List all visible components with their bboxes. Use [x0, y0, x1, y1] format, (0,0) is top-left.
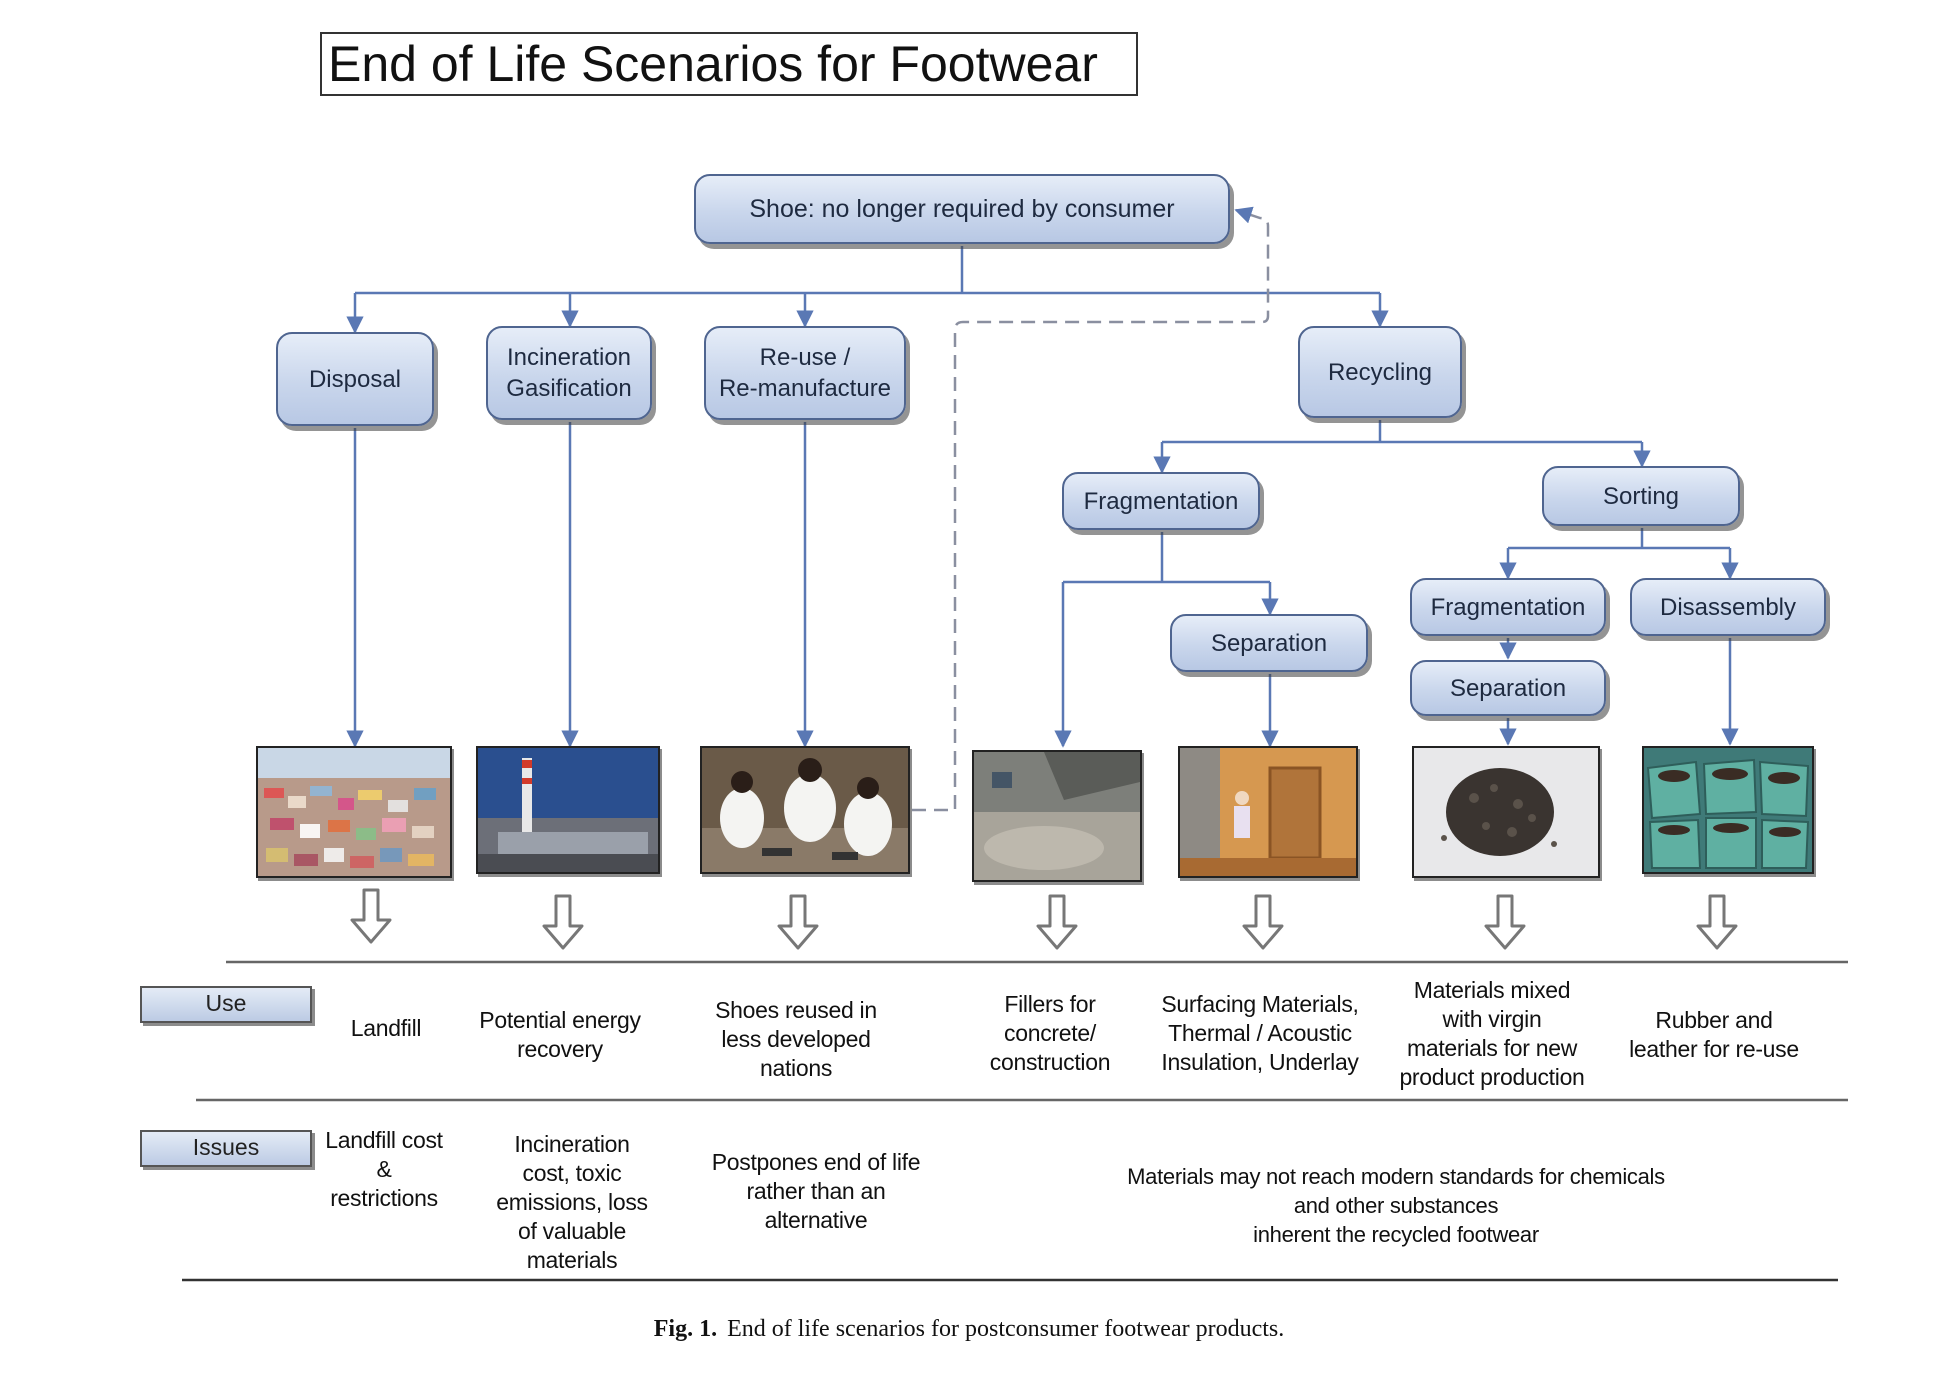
use-surfacing: Surfacing Materials, Thermal / Acoustic … — [1161, 991, 1359, 1075]
down-arrow-icon — [777, 894, 819, 950]
use-rubber-leather: Rubber and leather for re-use — [1629, 1007, 1799, 1062]
photo-reused-shoes — [700, 746, 910, 874]
row-label-issues: Issues — [140, 1130, 312, 1167]
photo-insulation-room — [1178, 746, 1358, 878]
photo-incineration — [476, 746, 660, 874]
node-fragmentation: Fragmentation — [1062, 472, 1260, 530]
node-separation2: Separation — [1410, 660, 1606, 716]
node-fragmentation2: Fragmentation — [1410, 578, 1606, 636]
down-arrow-icon — [350, 888, 392, 944]
node-disposal: Disposal — [276, 332, 434, 426]
photo-concrete-fillers — [972, 750, 1142, 882]
photo-rubber-granules — [1412, 746, 1600, 878]
use-energy-recovery: Potential energy recovery — [479, 1007, 641, 1062]
node-disassembly: Disassembly — [1630, 578, 1826, 636]
node-separation: Separation — [1170, 614, 1368, 672]
node-incineration: Incineration Gasification — [486, 326, 652, 420]
down-arrow-icon — [1484, 894, 1526, 950]
caption-label: Fig. 1. — [653, 1316, 718, 1342]
diagram-title: End of Life Scenarios for Footwear — [320, 32, 1138, 96]
photo-landfill — [256, 746, 452, 878]
node-sorting: Sorting — [1542, 466, 1740, 526]
node-reuse: Re-use / Re-manufacture — [704, 326, 906, 420]
down-arrow-icon — [1242, 894, 1284, 950]
row-label-use: Use — [140, 986, 312, 1023]
feedback-loop-dashed — [912, 206, 1270, 812]
photo-sorted-bags — [1642, 746, 1814, 874]
down-arrow-icon — [1036, 894, 1078, 950]
issue-materials-standards: Materials may not reach modern standards… — [1127, 1164, 1665, 1247]
node-root: Shoe: no longer required by consumer — [694, 174, 1230, 244]
node-recycling: Recycling — [1298, 326, 1462, 418]
use-landfill: Landfill — [350, 1015, 422, 1041]
figure-caption: Fig. 1. End of life scenarios for postcon… — [0, 1316, 1938, 1343]
use-materials-mixed: Materials mixed with virgin materials fo… — [1399, 977, 1585, 1090]
use-fillers: Fillers for concrete/ construction — [989, 991, 1111, 1075]
issue-postpones: Postpones end of life rather than an alt… — [711, 1149, 921, 1233]
down-arrow-icon — [1696, 894, 1738, 950]
issue-landfill: Landfill cost & restrictions — [325, 1127, 443, 1211]
use-shoes-reused: Shoes reused in less developed nations — [715, 997, 877, 1081]
caption-text: End of life scenarios for postconsumer f… — [727, 1316, 1285, 1342]
issue-incineration: Incineration cost, toxic emissions, loss… — [496, 1131, 648, 1273]
down-arrow-icon — [542, 894, 584, 950]
